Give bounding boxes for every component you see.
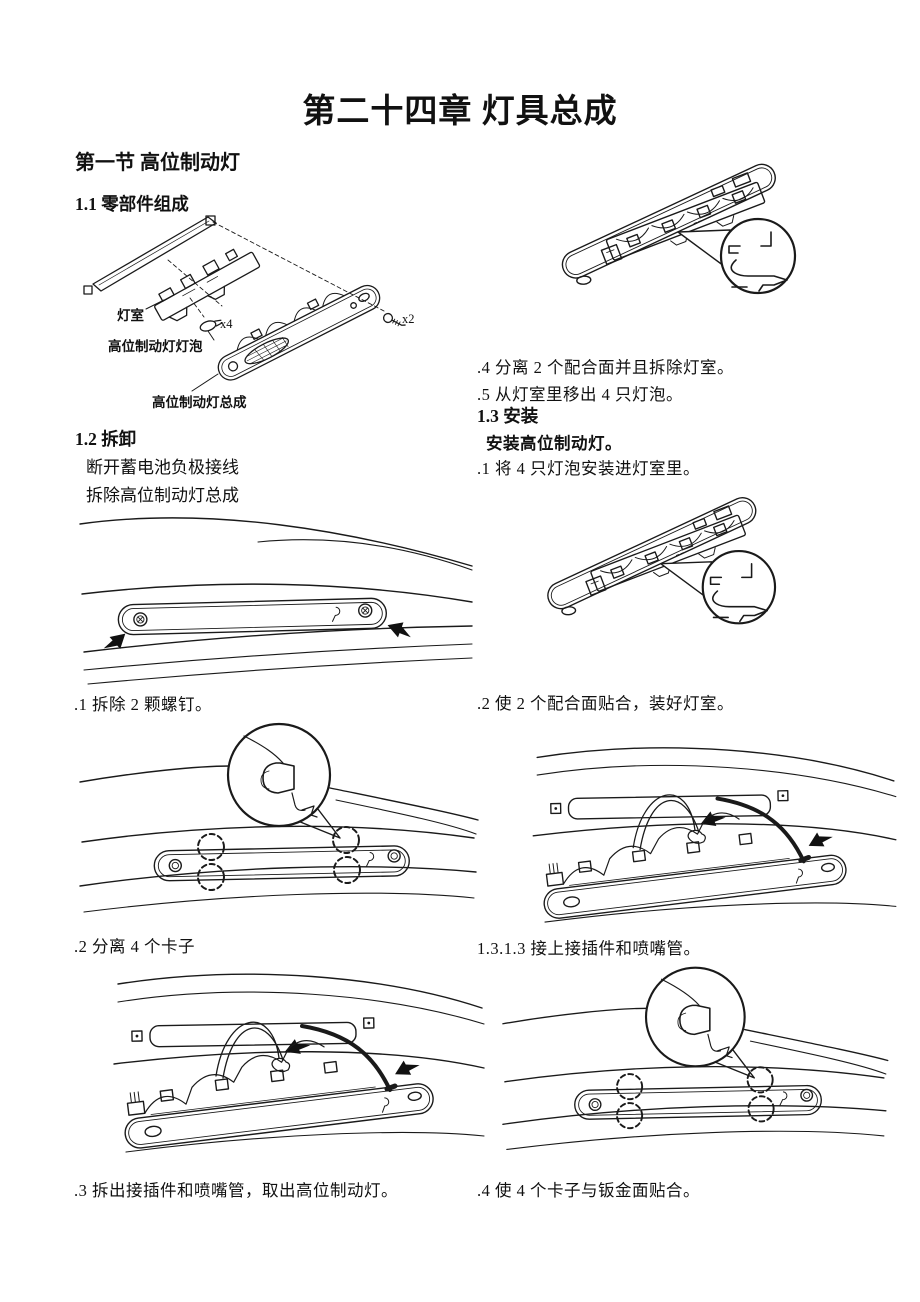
install-step-3: 1.3.1.3 接上接插件和喷嘴管。: [477, 939, 701, 958]
chamber-assembly-illustration: [561, 163, 797, 295]
install-heading: 1.3 安装: [477, 406, 539, 426]
lamp-bar: [153, 845, 410, 882]
lamp-assembly: [543, 812, 847, 919]
lamp-assembly-part: [217, 284, 381, 381]
removal-note: 拆除高位制动灯总成: [86, 486, 239, 505]
lens-outline: [561, 163, 776, 285]
removal-step-2: .2 分离 4 个卡子: [74, 937, 195, 956]
figure-chamber-removal: [518, 134, 903, 349]
removal-step-1: .1 拆除 2 颗螺钉。: [74, 695, 212, 714]
install-step-2: .2 使 2 个配合面贴合，装好灯室。: [477, 694, 734, 713]
arrow-icon: [395, 1060, 420, 1075]
figure-connector-removal: [66, 956, 486, 1156]
label-bulb: 高位制动灯灯泡: [108, 339, 203, 354]
arrow-icon: [808, 832, 833, 847]
parts-heading: 1.1 零部件组成: [75, 194, 189, 214]
lens-outline: [547, 497, 757, 616]
arrow-icon: [103, 633, 126, 649]
figure-exploded-parts: 灯室 x4 高位制动灯灯泡 x2 高位制动灯总成: [72, 214, 474, 426]
install-step-4: .4 使 4 个卡子与钣金面贴合。: [477, 1181, 700, 1200]
removal-step-3: .3 拆出接插件和喷嘴管，取出高位制动灯。: [74, 1181, 398, 1200]
figure-clip-separation: [68, 714, 480, 926]
clip-marker: [197, 863, 225, 891]
page-title: 第二十四章 灯具总成: [302, 94, 618, 130]
lamp-bar: [574, 1084, 822, 1120]
lamp-chamber-part: [154, 248, 261, 322]
hook-detail: [730, 259, 788, 292]
magnifier-inset: [644, 966, 746, 1068]
clip-marker: [616, 1073, 644, 1101]
bezel-part: [92, 216, 217, 292]
connector-hose-illustration: [532, 747, 897, 923]
label-screw-qty: x2: [402, 312, 415, 326]
clip-marker: [616, 1102, 644, 1130]
label-bulb-qty: x4: [220, 317, 233, 331]
label-lamp-chamber: 灯室: [117, 308, 144, 323]
chamber-assembly-illustration: [547, 497, 777, 625]
bulb-icon: [199, 319, 223, 332]
removal-heading: 1.2 拆卸: [75, 429, 137, 449]
lamp-assembly: [124, 1040, 434, 1149]
install-step-1: .1 将 4 只灯泡安装进灯室里。: [477, 459, 700, 478]
clip-detail-illustration: [79, 722, 479, 913]
install-intro: 安装高位制动灯。: [486, 434, 622, 453]
clip-marker: [197, 833, 225, 861]
clip-shape: [262, 762, 295, 794]
connector-hose-illustration: [113, 973, 485, 1153]
removal-step-5: .5 从灯室里移出 4 只灯泡。: [477, 385, 683, 404]
nozzle-hose: [300, 1024, 392, 1092]
figure-chamber-install: [500, 468, 885, 678]
screw-icon: [382, 312, 406, 327]
hook-detail: [711, 590, 769, 623]
clip-marker: [747, 1095, 775, 1123]
roof-opening: [131, 1017, 375, 1048]
screw-removal-illustration: [79, 517, 473, 685]
figure-connector-install: [482, 730, 902, 926]
arrow-icon: [284, 1039, 311, 1054]
clip-marker: [333, 856, 361, 884]
arrow-icon: [387, 622, 411, 638]
clip-marker: [746, 1066, 774, 1094]
nozzle-hose: [715, 796, 806, 864]
roof-opening: [550, 790, 789, 820]
label-assembly: 高位制动灯总成: [152, 395, 247, 410]
lamp-bar: [117, 597, 388, 636]
section-heading: 第一节 高位制动灯: [75, 152, 240, 174]
clip-detail-illustration: [502, 966, 889, 1150]
removal-step-4: .4 分离 2 个配合面并且拆除灯室。: [477, 358, 734, 377]
figure-screw-removal: [70, 508, 475, 686]
removal-note: 断开蓄电池负极接线: [86, 458, 239, 477]
exploded-parts-illustration: [83, 215, 406, 392]
magnifier-inset: [226, 722, 332, 828]
clip-marker: [332, 826, 360, 854]
clip-shape: [679, 1004, 711, 1036]
figure-clip-install: [478, 958, 903, 1163]
arrow-icon: [700, 811, 726, 826]
